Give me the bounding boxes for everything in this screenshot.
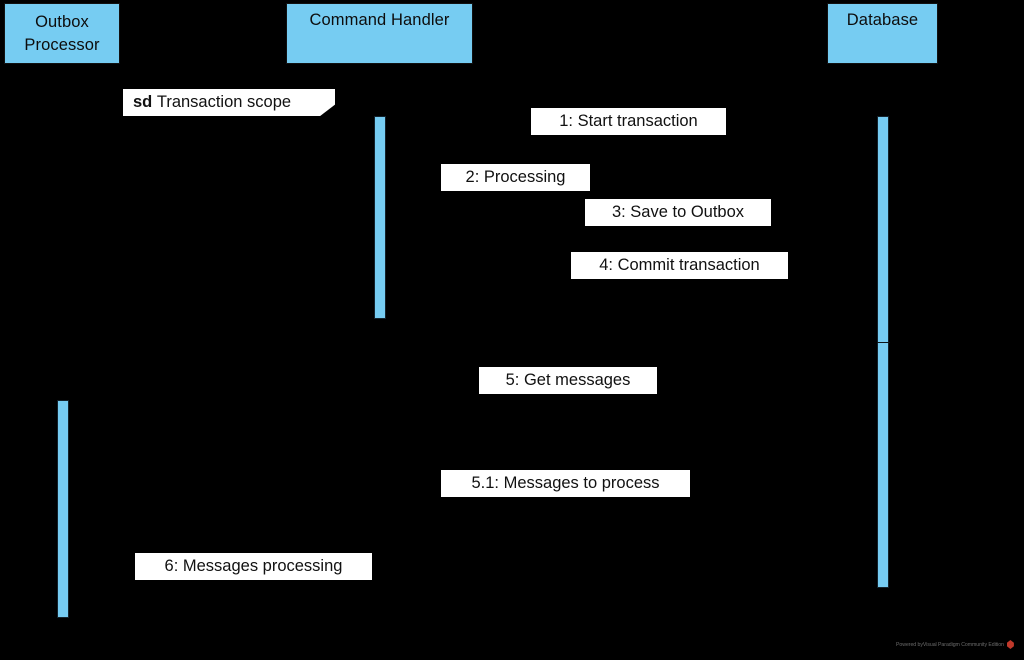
message-label-3[interactable]: 3: Save to Outbox xyxy=(585,199,771,226)
lifeline-header-outbox-processor[interactable]: Outbox Processor xyxy=(4,3,120,64)
fragment-keyword: sd xyxy=(133,93,153,111)
message-label-6[interactable]: 6: Messages processing xyxy=(135,553,372,580)
message-line-4 xyxy=(386,281,877,282)
fragment-tab-transaction-scope[interactable]: sd Transaction scope xyxy=(123,89,335,116)
message-label-1[interactable]: 1: Start transaction xyxy=(531,108,726,135)
message-line-3 xyxy=(386,228,877,229)
watermark: Powered byVisual Paradigm Community Edit… xyxy=(896,640,1014,649)
message-label-5[interactable]: 5: Get messages xyxy=(479,367,657,394)
message-arrowhead-6 xyxy=(69,583,78,593)
message-arrowhead-3 xyxy=(868,223,877,233)
watermark-text: Powered byVisual Paradigm Community Edit… xyxy=(896,641,1004,648)
message-arrowhead-5 xyxy=(868,391,877,401)
lifeline-header-database[interactable]: Database xyxy=(827,3,938,64)
message-selfloop-2 xyxy=(386,166,422,202)
message-selfloop-6 xyxy=(69,552,105,588)
activation-bar-command-handler[interactable] xyxy=(374,116,386,319)
message-label-4[interactable]: 4: Commit transaction xyxy=(571,252,788,279)
message-label-5-1[interactable]: 5.1: Messages to process xyxy=(441,470,690,497)
visual-paradigm-logo-icon xyxy=(1006,640,1014,649)
activation-bar-outbox-processor[interactable] xyxy=(57,400,69,618)
message-arrowhead-4 xyxy=(868,276,877,286)
message-line-1 xyxy=(386,137,877,138)
fragment-frame-transaction-scope xyxy=(123,89,913,339)
message-arrowhead-1 xyxy=(868,132,877,142)
message-arrowhead-5-1 xyxy=(69,494,78,504)
fragment-name: Transaction scope xyxy=(156,93,292,111)
lifeline-stem-outbox-processor xyxy=(62,63,63,638)
message-label-2[interactable]: 2: Processing xyxy=(441,164,590,191)
lifeline-header-command-handler[interactable]: Command Handler xyxy=(286,3,473,64)
activation-bar-database[interactable] xyxy=(876,116,890,588)
message-line-5 xyxy=(69,396,877,397)
message-line-5-1 xyxy=(69,499,877,500)
lifeline-stem-command-handler xyxy=(379,63,380,638)
message-arrowhead-2 xyxy=(386,197,395,207)
